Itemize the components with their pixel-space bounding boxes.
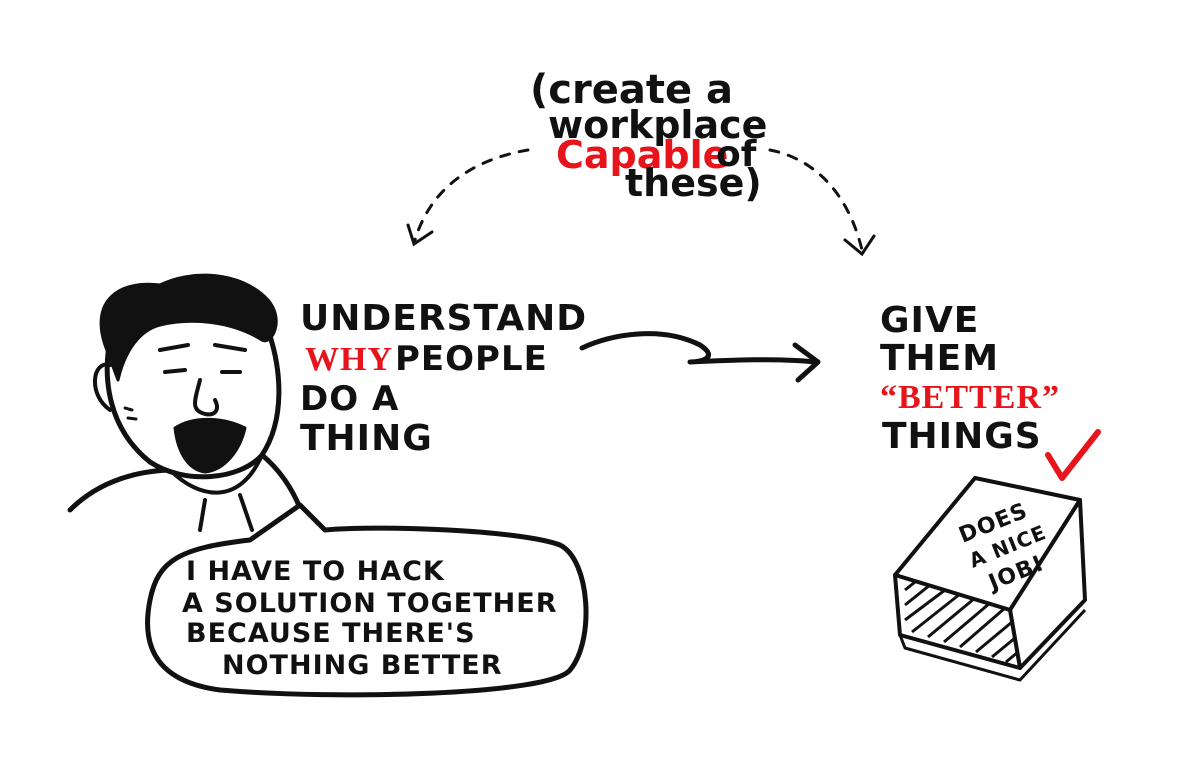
bubble-line3: BECAUSE THERE'S: [186, 618, 476, 649]
dashed-arrow-left-icon: [406, 148, 530, 247]
understand-line3: DO A: [300, 379, 399, 419]
bubble-line2: A SOLUTION TOGETHER: [182, 588, 558, 619]
squiggle-arrow-icon: [579, 331, 821, 383]
dashed-arrow-right-icon: [768, 148, 876, 257]
give-better: “BETTER”: [880, 379, 1060, 416]
top-note-line2: workplace: [548, 103, 767, 147]
top-note: (create a workplace Capable of these): [530, 67, 767, 205]
product-box-illustration: [893, 476, 1087, 682]
understand-line1: UNDERSTAND: [300, 298, 587, 339]
understand-people: PEOPLE: [395, 339, 548, 379]
speech-bubble: I HAVE TO HACK A SOLUTION TOGETHER BECAU…: [145, 502, 589, 698]
top-note-capable: Capable: [556, 133, 728, 177]
give-line4: THINGS: [882, 416, 1042, 457]
understand-line4: THING: [300, 418, 433, 459]
top-note-of: of: [716, 134, 757, 175]
bubble-line4: NOTHING BETTER: [222, 650, 502, 681]
top-note-line4: these): [625, 161, 762, 205]
bubble-line1: I HAVE TO HACK: [186, 556, 445, 587]
give-line1: GIVE: [880, 300, 979, 341]
give-text: GIVE THEM “BETTER” THINGS: [880, 300, 1060, 457]
top-note-line1: (create a: [530, 67, 733, 113]
understand-text: UNDERSTAND WHY PEOPLE DO A THING: [300, 298, 587, 459]
checkmark-icon: [1045, 429, 1101, 481]
person-illustration: [67, 273, 313, 543]
understand-why: WHY: [305, 341, 393, 378]
give-line2: THEM: [880, 338, 999, 379]
